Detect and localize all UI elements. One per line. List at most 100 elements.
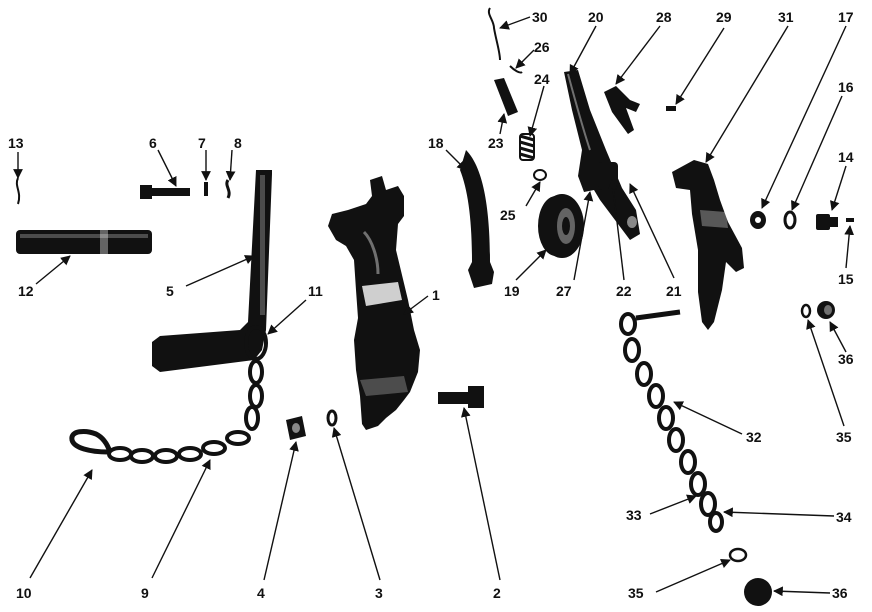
leader-36-upper: [829, 321, 847, 353]
part-bolt-small: [140, 185, 190, 199]
parts-layer: [15, 7, 854, 606]
callout-36-lower: 36: [832, 585, 848, 601]
leader-10: [29, 469, 93, 579]
callout-6: 6: [149, 135, 157, 151]
leader-3: [331, 427, 381, 581]
part-washer-35-lower: [728, 547, 748, 563]
leader-24: [527, 85, 545, 137]
callout-20: 20: [588, 9, 604, 25]
part-chain-left: [107, 359, 264, 464]
part-bolt-large: [438, 386, 484, 408]
part-cotter-pin-8: [225, 179, 231, 199]
part-latch: [672, 160, 744, 330]
callout-10: 10: [16, 585, 32, 601]
leader-9: [151, 459, 211, 579]
leader-34: [723, 507, 835, 518]
callout-16: 16: [838, 79, 854, 95]
leader-27: [573, 191, 594, 281]
part-rivet: [666, 106, 676, 111]
leader-11: [267, 299, 307, 335]
part-cap-36-upper: [817, 301, 835, 319]
callout-2: 2: [493, 585, 501, 601]
leader-21: [629, 183, 675, 279]
callout-14: 14: [838, 149, 854, 165]
callout-26: 26: [534, 39, 550, 55]
part-pin-23: [494, 78, 518, 116]
part-l-lever: [152, 170, 272, 372]
leader-14: [830, 165, 847, 211]
part-washer-35-upper: [800, 303, 812, 319]
leader-16: [791, 95, 843, 211]
leader-18: [445, 149, 467, 171]
leader-23: [497, 113, 508, 135]
part-washer-3: [326, 409, 338, 427]
part-hitch-body: [328, 176, 420, 430]
callout-29: 29: [716, 9, 732, 25]
leader-25: [525, 181, 541, 207]
leader-29: [675, 27, 725, 105]
part-s-hook: [69, 429, 113, 455]
callout-19: 19: [504, 283, 520, 299]
callout-7: 7: [198, 135, 206, 151]
part-cap-36-lower: [744, 578, 772, 606]
part-bolt-14: [816, 214, 838, 230]
callout-5: 5: [166, 283, 174, 299]
callout-3: 3: [375, 585, 383, 601]
callout-11: 11: [308, 283, 323, 299]
leader-1: [403, 295, 429, 315]
part-cotter-15: [846, 218, 854, 222]
leader-26: [515, 49, 535, 69]
callout-17: 17: [838, 9, 854, 25]
leader-31: [705, 25, 789, 163]
leader-2: [461, 407, 501, 581]
callout-21: 21: [666, 283, 682, 299]
leader-28: [615, 25, 661, 85]
part-washer-17: [750, 211, 766, 229]
callout-1: 1: [432, 287, 440, 303]
part-curved-bar: [460, 150, 494, 288]
callout-18: 18: [428, 135, 444, 151]
leader-32: [673, 401, 743, 435]
part-spring-coil: [538, 194, 584, 258]
callout-32: 32: [746, 429, 762, 445]
callout-4: 4: [257, 585, 265, 601]
leader-20: [569, 25, 597, 75]
leader-30: [499, 16, 531, 30]
part-washer-16: [783, 210, 797, 230]
leader-4: [263, 441, 299, 581]
part-nut: [286, 416, 306, 440]
callout-23: 23: [488, 135, 504, 151]
callout-22: 22: [616, 283, 632, 299]
part-washer-25: [533, 169, 547, 181]
callout-15: 15: [838, 271, 854, 287]
part-spring-small: [519, 133, 535, 161]
callout-34: 34: [836, 509, 852, 525]
callout-13: 13: [8, 135, 24, 151]
callout-30: 30: [532, 9, 548, 25]
callout-24: 24: [534, 71, 550, 87]
callout-8: 8: [234, 135, 242, 151]
leader-36-lower: [773, 586, 831, 597]
part-cotter-pin-7: [204, 182, 208, 196]
part-pin-long: [16, 230, 152, 254]
callout-labels: 1 2 3 4 5 6 7 8 9 10 11 12 13 14 15 16 1…: [8, 9, 854, 601]
callout-25: 25: [500, 207, 516, 223]
leader-8: [225, 149, 236, 181]
leader-22: [608, 179, 625, 281]
callout-35-upper: 35: [836, 429, 852, 445]
leader-12: [35, 255, 71, 285]
callout-36-upper: 36: [838, 351, 854, 367]
leader-33: [649, 494, 697, 515]
callout-27: 27: [556, 283, 572, 299]
part-wire-26: [509, 65, 523, 74]
callout-9: 9: [141, 585, 149, 601]
leader-35-lower: [655, 559, 731, 593]
leader-6: [157, 149, 177, 187]
callout-33: 33: [626, 507, 642, 523]
leader-15: [844, 225, 855, 269]
part-wire-30: [487, 7, 501, 61]
leader-5: [185, 255, 255, 287]
part-clip: [604, 86, 640, 134]
callout-31: 31: [778, 9, 794, 25]
